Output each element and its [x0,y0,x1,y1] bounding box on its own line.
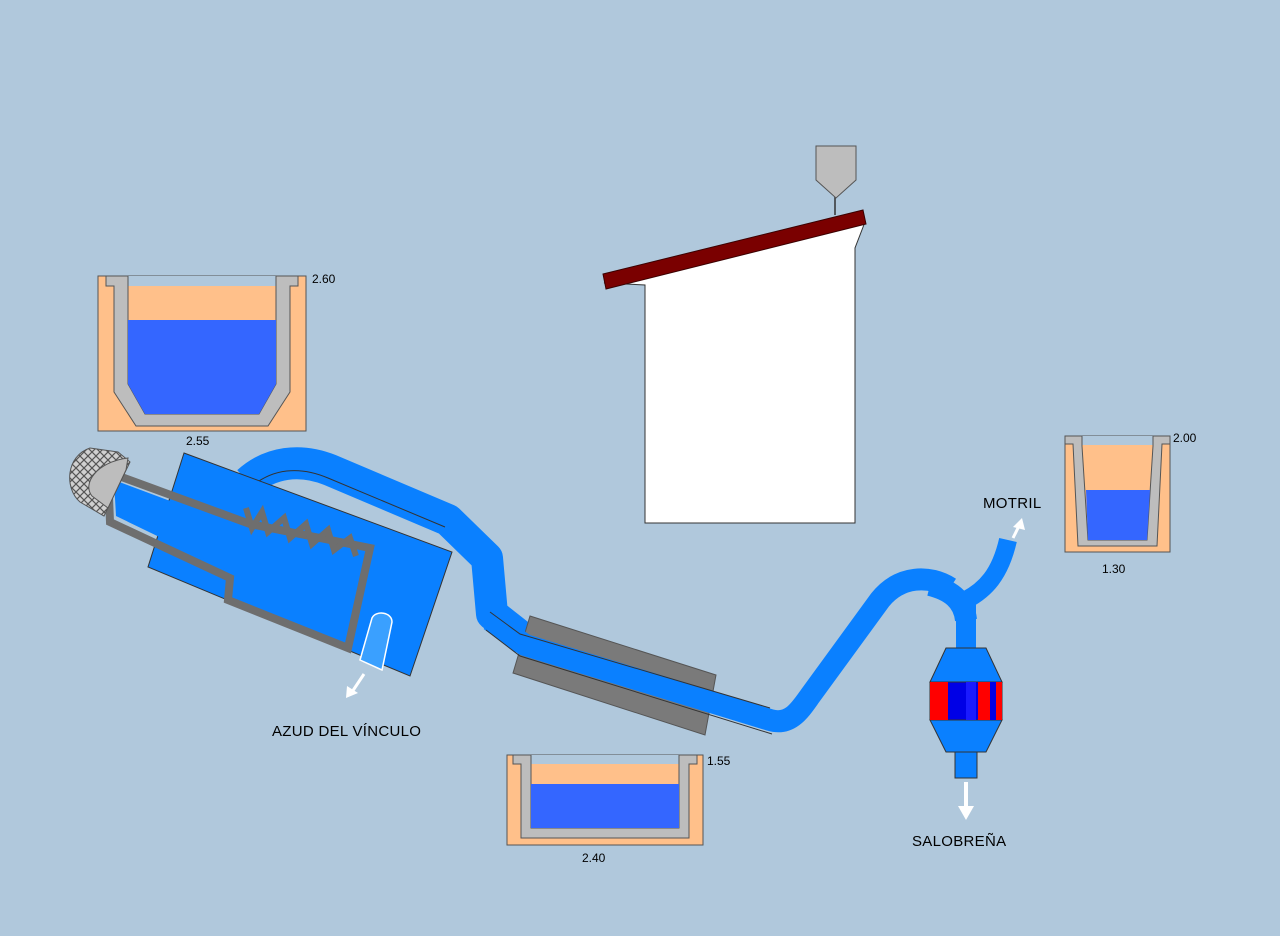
channel-right-top-value: 2.00 [1173,431,1197,445]
channel-right-bottom-value: 1.30 [1102,562,1126,576]
arrow-down-left-icon [346,686,358,698]
channel-left: 2.60 2.40 2.55 [97,272,336,448]
filter-outlet [954,751,978,779]
channel-right: 2.00 1.30 [1064,431,1197,576]
arrow-down-icon [958,806,974,820]
channel-right-water [1086,490,1150,540]
pipe-casing [483,568,956,736]
channel-bottom-top-value: 1.55 [707,754,731,768]
label-azud: AZUD DEL VÍNCULO [272,723,421,740]
channel-left-water [128,320,276,414]
pipe-to-motril [961,537,1017,608]
building-roof [602,209,867,290]
channel-bottom: 1.55 2.40 [506,754,731,865]
intake-spillway [359,612,393,672]
filter-unit [929,647,1003,820]
channel-bottom-bottom-value: 2.40 [582,851,606,865]
channel-bottom-water [531,784,679,828]
intake-outlet-pipe [237,447,535,653]
label-motril: MOTRIL [983,495,1041,512]
channel-right-lining [1064,435,1171,547]
arrow-up-right-icon [1013,518,1025,530]
channel-left-top-value: 2.60 [312,272,336,286]
channel-left-bottom-value-label: 2.55 [186,434,210,448]
intake-structure [69,447,535,698]
main-pipe [483,568,956,733]
building-wall [603,221,866,524]
control-building [602,145,867,524]
funnel-icon [815,145,857,199]
pipe-junction [926,518,1025,648]
channel-left-lining [105,275,299,427]
label-salobrena: SALOBREÑA [912,833,1006,850]
